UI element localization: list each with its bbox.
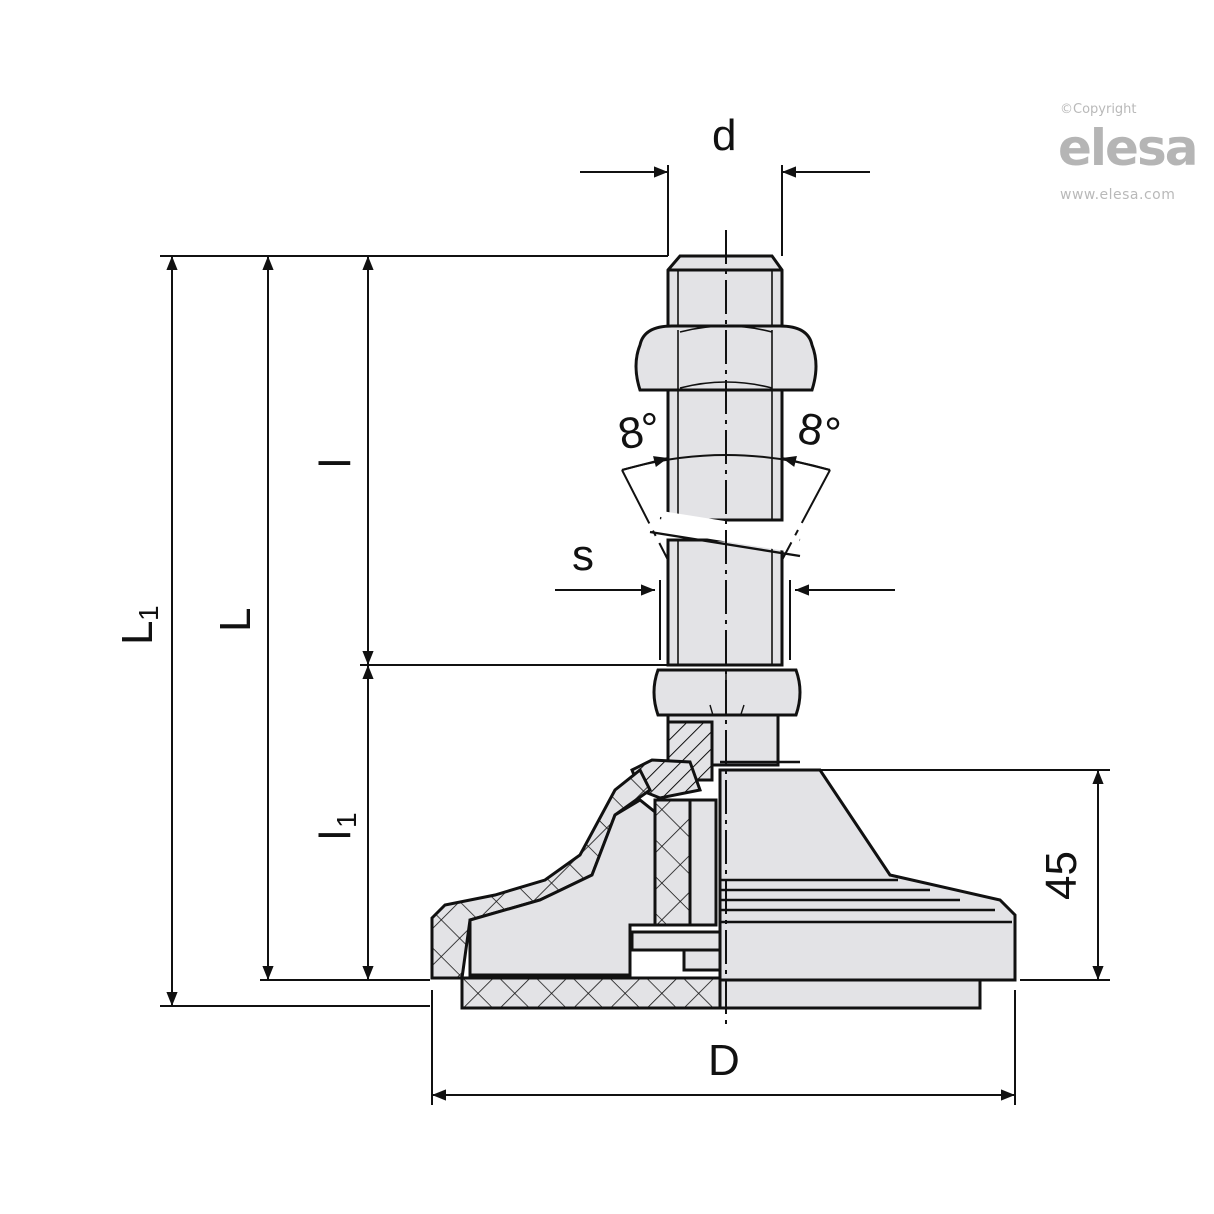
dimension-labels: d L 1 L l l 1 s 8° 8° 45 D [113, 111, 1086, 1085]
svg-text:l: l [311, 830, 360, 840]
base-body [430, 760, 1017, 1010]
threaded-stud [630, 254, 818, 800]
label-angle-right: 8° [794, 404, 844, 460]
label-l1: l 1 [311, 812, 362, 840]
dimension-lines [160, 165, 1110, 1105]
label-l: l [311, 458, 360, 468]
copyright-text: ©Copyright [1060, 102, 1137, 117]
elesa-logo: ©Copyright elesa www.elesa.com [1058, 102, 1198, 203]
label-d: d [712, 111, 736, 160]
brand-name: elesa [1058, 119, 1196, 177]
label-D: D [708, 1036, 740, 1085]
label-angle-left: 8° [614, 403, 665, 460]
svg-text:1: 1 [331, 812, 362, 828]
svg-text:1: 1 [133, 605, 164, 621]
label-s: s [572, 531, 594, 580]
label-L: L [211, 608, 260, 632]
label-height-45: 45 [1037, 851, 1086, 900]
svg-text:L: L [113, 621, 162, 645]
label-L1: L 1 [113, 605, 164, 645]
brand-url: www.elesa.com [1060, 187, 1175, 203]
